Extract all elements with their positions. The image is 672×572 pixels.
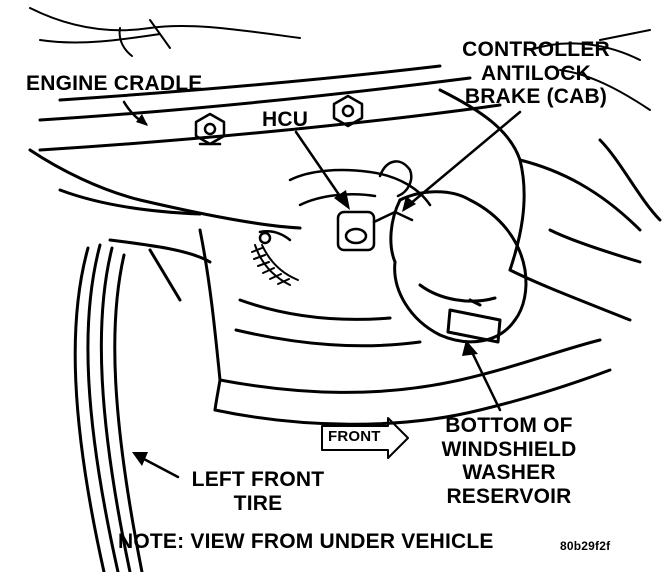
upper-body-structure xyxy=(29,7,651,111)
reservoir-label: BOTTOM OF WINDSHIELD WASHER RESERVOIR xyxy=(424,414,594,508)
wiring-harness xyxy=(251,244,299,286)
inner-fender xyxy=(438,88,662,322)
tire-label: LEFT FRONT TIRE xyxy=(176,468,340,515)
figure-id-label: 80b29f2f xyxy=(560,539,611,553)
arrowheads xyxy=(132,114,478,466)
reservoir-label-line-4: RESERVOIR xyxy=(446,484,572,508)
tire-label-line-1: LEFT FRONT xyxy=(191,468,325,491)
left-front-tire xyxy=(73,243,144,572)
controller-label-line-3: BRAKE (CAB) xyxy=(464,85,608,109)
washer-reservoir xyxy=(389,190,528,344)
reservoir-label-line-2: WINDSHIELD xyxy=(441,437,577,461)
hcu-assembly xyxy=(258,160,432,252)
reservoir-label-line-1: BOTTOM OF xyxy=(445,414,573,437)
tire-label-line-2: TIRE xyxy=(233,491,283,515)
hcu-label: HCU xyxy=(262,108,309,131)
reservoir-label-line-3: WASHER xyxy=(462,461,556,485)
controller-label-line-2: ANTILOCK xyxy=(480,61,592,85)
note-label: NOTE: VIEW FROM UNDER VEHICLE xyxy=(118,530,494,553)
front-arrow xyxy=(321,417,409,459)
lower-panel xyxy=(108,228,612,426)
controller-label-line-1: CONTROLLER xyxy=(462,38,610,61)
controller-label: CONTROLLER ANTILOCK BRAKE (CAB) xyxy=(448,38,624,109)
engine-cradle-beam xyxy=(28,64,502,230)
engine-cradle-label: ENGINE CRADLE xyxy=(26,72,203,95)
cradle-bolt-2 xyxy=(332,94,364,128)
front-label: FRONT xyxy=(328,428,381,445)
cradle-bolt-1 xyxy=(194,112,226,146)
